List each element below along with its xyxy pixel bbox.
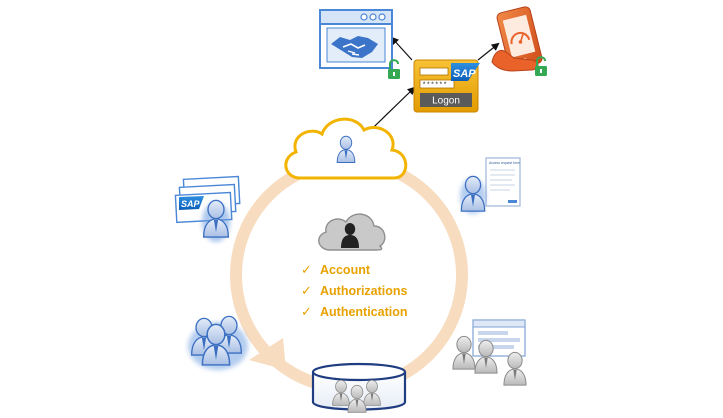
unlocked-padlock-icon bbox=[387, 59, 401, 80]
checkmark-icon: ✓ bbox=[301, 305, 312, 320]
checkmark-icon: ✓ bbox=[301, 263, 312, 278]
shared-screen-icon bbox=[452, 319, 527, 386]
database-icon bbox=[311, 362, 407, 413]
request-form-title: Access request form bbox=[489, 161, 520, 165]
checklist-item-account: ✓ Account bbox=[301, 263, 371, 278]
browser-window-icon bbox=[319, 9, 393, 69]
handshake-icon bbox=[331, 36, 378, 58]
checklist-label: Account bbox=[320, 263, 371, 277]
form-document-icon: Access request form bbox=[460, 157, 521, 214]
sap-logo bbox=[451, 63, 480, 81]
password-mask: ****** bbox=[422, 82, 447, 90]
identity-user-icon bbox=[341, 223, 359, 248]
cloud-user-icon bbox=[284, 117, 408, 180]
logon-button-label: Logon bbox=[432, 96, 460, 107]
checklist-label: Authentication bbox=[320, 305, 408, 319]
checklist-label: Authorizations bbox=[320, 284, 408, 298]
checkmark-icon: ✓ bbox=[301, 284, 312, 299]
user-group-icon bbox=[188, 315, 248, 370]
checklist-item-authentication: ✓ Authentication bbox=[301, 305, 408, 320]
identity-cloud-icon bbox=[318, 213, 386, 251]
checklist-item-authorizations: ✓ Authorizations bbox=[301, 284, 408, 299]
sap-logo-text: SAP bbox=[453, 68, 476, 80]
sap-logon-widget: ****** SAP Logon bbox=[413, 59, 480, 113]
smartphone-icon bbox=[491, 6, 543, 72]
card-sap-logo-text: SAP bbox=[181, 199, 201, 209]
checklist: ✓ Account ✓ Authorizations ✓ Authenticat… bbox=[301, 263, 408, 320]
gauge-icon bbox=[510, 31, 531, 45]
cycle-arrow-head bbox=[249, 338, 286, 370]
card-stack-icon: SAP bbox=[174, 175, 241, 242]
logon-button bbox=[420, 93, 472, 107]
